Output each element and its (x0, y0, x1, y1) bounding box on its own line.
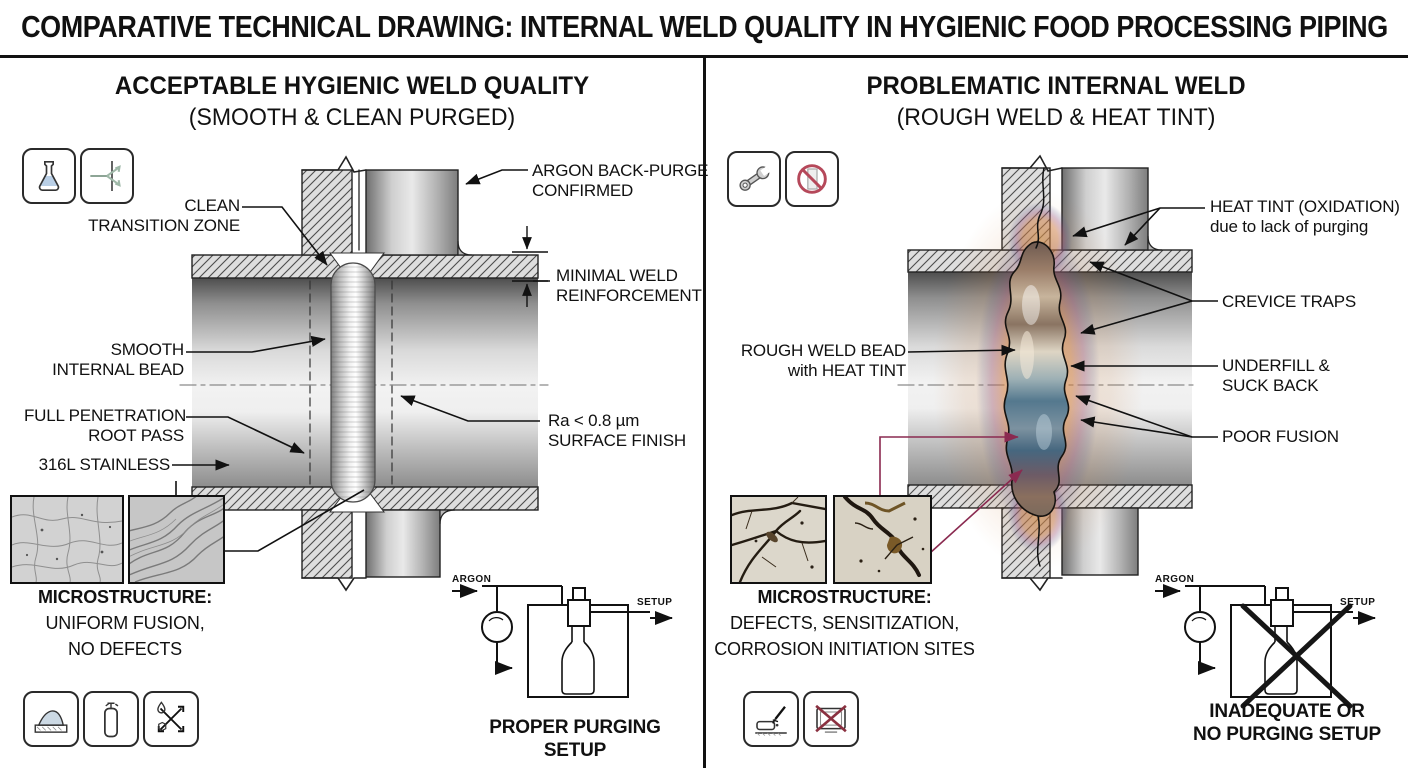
callout-argon-back-purge: ARGON BACK-PURGE CONFIRMED (532, 161, 709, 200)
right-panel-heading: PROBLEMATIC INTERNAL WELD (866, 72, 1246, 100)
weld-bead-rough (1003, 167, 1070, 567)
proper-purging-setup-diagram (452, 584, 673, 698)
callout-poor-fusion: POOR FUSION (1222, 427, 1339, 446)
callout-material: 316L STAINLESS (38, 455, 171, 474)
micrograph-uniform-grains (10, 495, 124, 584)
product-mound-icon (23, 691, 79, 747)
callout-smooth-bead: SMOOTH INTERNAL BEAD (52, 340, 184, 379)
weld-bead-smooth (330, 262, 376, 503)
micrograph-corrosion-crack (833, 495, 932, 584)
inadequate-purging-caption: INADEQUATE OR NO PURGING SETUP (1193, 701, 1381, 745)
right-leader-lines (907, 207, 1218, 438)
callout-crevice-traps: CREVICE TRAPS (1222, 292, 1357, 311)
left-leader-lines (172, 169, 550, 552)
inadequate-purging-setup-diagram (1155, 584, 1376, 709)
right-argon-label: ARGON (1155, 574, 1195, 585)
left-panel-subheading: (SMOOTH & CLEAN PURGED) (188, 104, 516, 131)
title-underline (0, 55, 1408, 58)
callout-rough-weld-bead: ROUGH WELD BEAD with HEAT TINT (740, 341, 906, 380)
callout-underfill: UNDERFILL & SUCK BACK (1222, 356, 1330, 395)
micrograph-cracked-grains (730, 495, 827, 584)
left-panel-heading: ACCEPTABLE HYGIENIC WELD QUALITY (114, 72, 590, 100)
crossed-out-x (1240, 603, 1353, 709)
gas-cylinder-icon (83, 691, 139, 747)
callout-clean-transition: CLEAN TRANSITION ZONE (88, 196, 240, 235)
callout-minimal-weld: MINIMAL WELD REINFORCEMENT (556, 266, 702, 305)
right-panel-subheading: (ROUGH WELD & HEAT TINT) (896, 104, 1216, 131)
page-title: COMPARATIVE TECHNICAL DRAWING: INTERNAL … (20, 9, 1388, 44)
right-micro-leaders (879, 431, 1023, 554)
page-title-bar: COMPARATIVE TECHNICAL DRAWING: INTERNAL … (0, 0, 1408, 54)
callout-surface-finish: Ra < 0.8 µm SURFACE FINISH (548, 411, 686, 450)
flow-split-icon (80, 148, 134, 204)
left-argon-label: ARGON (452, 574, 492, 585)
rejected-panel-icon (803, 691, 859, 747)
no-purge-prohibited-icon (785, 151, 839, 207)
crossed-arrows-drain-icon (143, 691, 199, 747)
welding-torch-icon (743, 691, 799, 747)
right-pipe-drawing (897, 154, 1199, 592)
right-microstructure-caption: MICROSTRUCTURE: DEFECTS, SENSITIZATION, … (714, 587, 975, 659)
wrench-icon (727, 151, 781, 207)
flask-icon (22, 148, 76, 204)
micrograph-fusion-zone (128, 495, 225, 584)
right-setup-label: SETUP (1340, 597, 1376, 608)
left-microstructure-caption: MICROSTRUCTURE: UNIFORM FUSION, NO DEFEC… (38, 587, 212, 659)
left-setup-label: SETUP (637, 597, 673, 608)
callout-heat-tint: HEAT TINT (OXIDATION) due to lack of pur… (1210, 197, 1400, 236)
callout-full-penetration: FULL PENETRATION ROOT PASS (24, 406, 187, 445)
proper-purging-caption: PROPER PURGING SETUP (489, 717, 661, 761)
panel-divider (703, 58, 706, 768)
